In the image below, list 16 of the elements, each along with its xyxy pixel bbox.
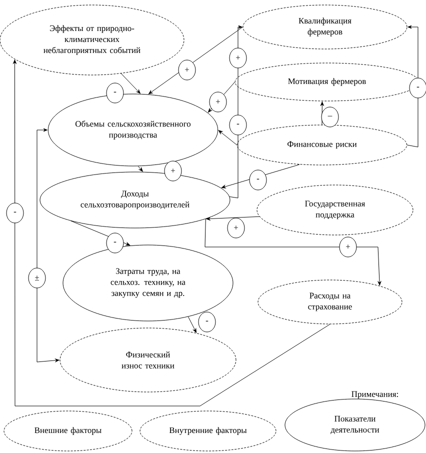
arrow bbox=[188, 316, 196, 333]
arrow bbox=[218, 130, 238, 146]
arrow bbox=[70, 220, 130, 246]
arrow bbox=[320, 102, 324, 125]
arrow bbox=[229, 25, 242, 198]
arrow bbox=[208, 82, 236, 112]
arrow bbox=[13, 60, 330, 406]
arrow bbox=[138, 166, 143, 172]
arrow bbox=[148, 26, 243, 94]
arrow bbox=[204, 218, 382, 286]
arrow bbox=[221, 164, 300, 188]
arrow bbox=[120, 73, 140, 94]
arrow bbox=[36, 128, 60, 362]
note-heading: Примечания: bbox=[352, 391, 398, 399]
arrow bbox=[206, 216, 260, 220]
arrow bbox=[406, 25, 418, 148]
